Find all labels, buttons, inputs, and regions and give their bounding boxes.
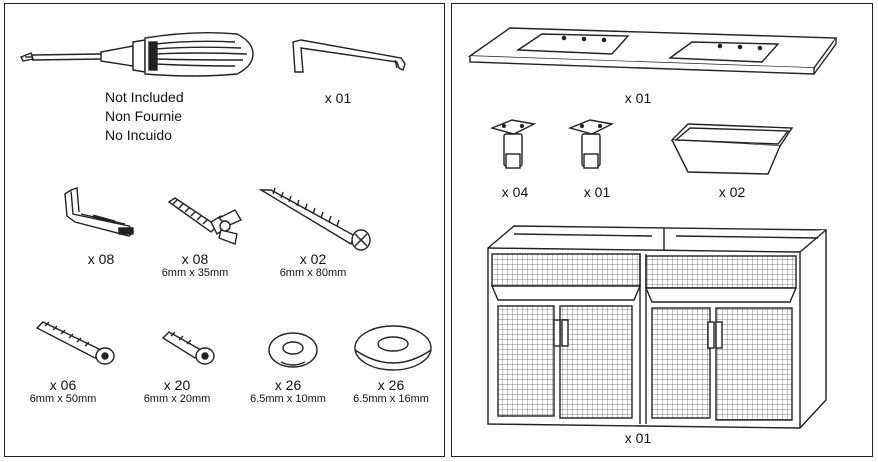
hardware-illustrations xyxy=(20,31,432,371)
parts-panel: x 01 x 04 x 01 x 02 x 01 xyxy=(451,3,873,457)
bolt-50mm-qty: x 06 xyxy=(49,377,77,393)
flat-washer-icon xyxy=(354,325,432,371)
leg-b-qty: x 01 xyxy=(583,184,611,200)
bolt-20mm-qty: x 20 xyxy=(163,377,191,393)
long-screw-icon xyxy=(258,187,371,251)
cabinet-icon xyxy=(487,225,827,429)
long-screw-size: 6mm x 80mm xyxy=(279,267,347,279)
allen-key-qty: x 01 xyxy=(324,90,352,106)
cabinet-qty: x 01 xyxy=(624,430,652,446)
bolt-20mm-size: 6mm x 20mm xyxy=(143,393,211,405)
sink-bowl-qty: x 02 xyxy=(718,184,746,200)
parts-illustrations xyxy=(467,27,838,429)
flat-washer-size: 6.5mm x 16mm xyxy=(353,393,429,405)
long-screw-qty: x 02 xyxy=(299,251,327,267)
bolt-50mm-icon xyxy=(35,321,115,365)
hardware-panel: Not Included Non Fournie No Incuido x 01… xyxy=(4,3,445,457)
screwdriver-note: Not Included Non Fournie No Incuido xyxy=(105,88,184,145)
bracket-icon xyxy=(64,187,134,237)
countertop-qty: x 01 xyxy=(624,90,652,106)
wing-bolt-qty: x 08 xyxy=(181,251,209,267)
wing-bolt-icon xyxy=(167,197,243,245)
sink-bowl-icon xyxy=(670,123,794,175)
allen-key-icon xyxy=(292,39,406,73)
note-line-2: Non Fournie xyxy=(105,108,183,124)
lock-washer-qty: x 26 xyxy=(274,377,302,393)
leg-a-qty: x 04 xyxy=(501,184,529,200)
bolt-20mm-icon xyxy=(161,331,215,365)
lock-washer-size: 6.5mm x 10mm xyxy=(250,393,326,405)
wing-bolt-size: 6mm x 35mm xyxy=(161,267,229,279)
bracket-qty: x 08 xyxy=(87,251,115,267)
screwdriver-icon xyxy=(20,31,254,77)
countertop-icon xyxy=(467,27,838,75)
note-line-3: No Incuido xyxy=(105,127,172,143)
lock-washer-icon xyxy=(268,332,318,368)
bolt-50mm-size: 6mm x 50mm xyxy=(29,393,97,405)
leg-b-icon xyxy=(567,119,615,169)
leg-a-icon xyxy=(489,119,537,169)
note-line-1: Not Included xyxy=(105,89,184,105)
flat-washer-qty: x 26 xyxy=(377,377,405,393)
